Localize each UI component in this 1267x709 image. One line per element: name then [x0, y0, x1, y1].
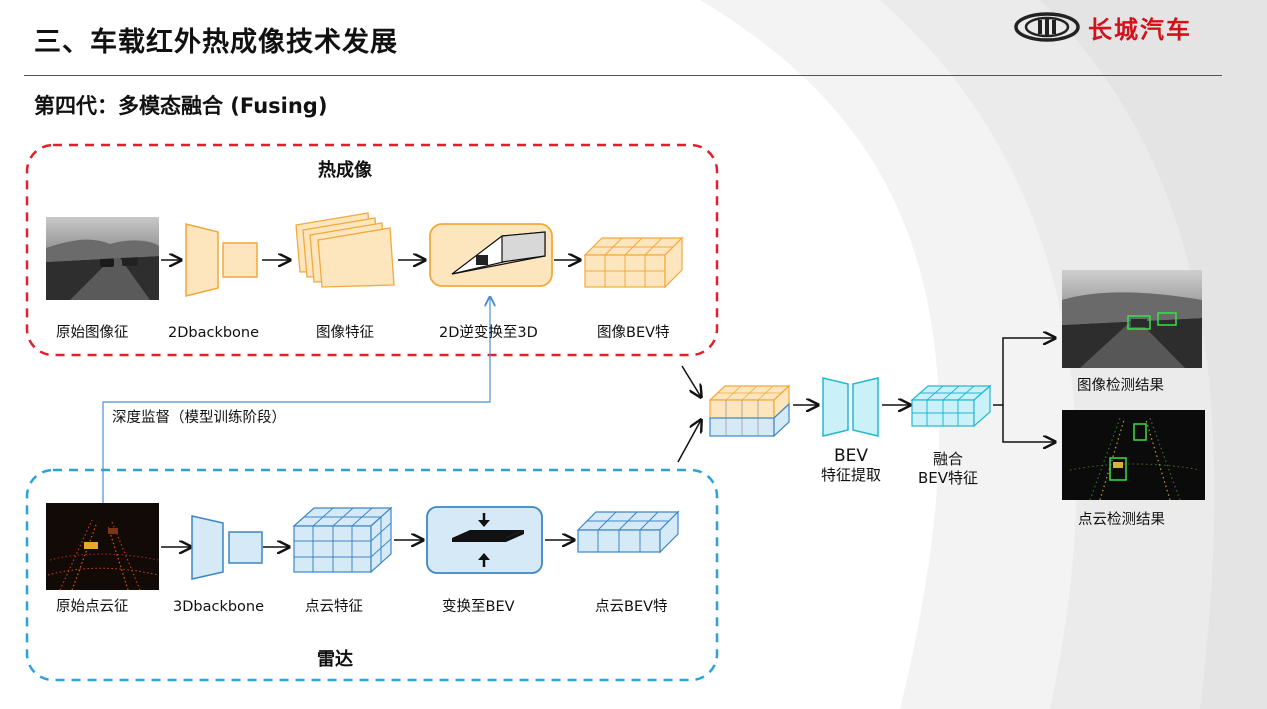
image-detection-label: 图像检测结果 — [1077, 378, 1164, 394]
stage-label-pointcloud-features: 点云特征 — [305, 599, 363, 615]
bev-extract-label: BEV 特征提取 — [806, 447, 896, 485]
brand-logo: 长城汽车 — [1014, 10, 1240, 44]
flatten-to-bev-icon — [426, 506, 543, 574]
concatenated-bev-icon — [708, 384, 791, 438]
3d-backbone-icon — [191, 515, 263, 580]
slide-subtitle: 第四代：多模态融合 (Fusing) — [34, 94, 328, 118]
bev-extract-label-line2: 特征提取 — [820, 466, 881, 484]
frustum-lift-icon — [429, 223, 553, 287]
lidar-branch-region — [25, 468, 719, 682]
thermal-bev-grid-icon — [583, 236, 684, 289]
pointcloud-detection-label: 点云检测结果 — [1078, 512, 1165, 528]
point-cloud-thumbnail — [46, 503, 159, 591]
fused-bev-label-line1: 融合 — [932, 450, 963, 468]
thermal-branch-title: 热成像 — [318, 160, 372, 181]
fused-bev-grid-icon — [910, 384, 992, 428]
brand-name: 长城汽车 — [1088, 15, 1192, 44]
stage-label-image-features: 图像特征 — [316, 325, 374, 341]
lidar-bev-grid-icon — [576, 510, 680, 554]
stage-label-image-bev: 图像BEV特 — [597, 325, 670, 341]
header-divider — [24, 75, 1222, 76]
voxel-grid-icon — [292, 506, 393, 574]
thermal-branch-region — [25, 143, 719, 357]
stage-label-raw-pointcloud: 原始点云征 — [56, 599, 129, 615]
image-detection-thumbnail — [1062, 270, 1202, 368]
bev-feature-extractor-icon — [822, 377, 879, 437]
2d-backbone-icon — [185, 223, 258, 297]
stage-label-2d-to-3d: 2D逆变换至3D — [439, 325, 538, 341]
feature-maps-icon — [295, 212, 395, 288]
stage-label-to-bev: 变换至BEV — [442, 599, 515, 615]
fused-bev-label: 融合 BEV特征 — [903, 450, 993, 488]
pointcloud-detection-thumbnail — [1062, 410, 1205, 501]
stage-label-raw-image: 原始图像征 — [56, 325, 129, 341]
stage-label-pointcloud-bev: 点云BEV特 — [595, 599, 668, 615]
slide-title: 三、车载红外热成像技术发展 — [34, 27, 398, 58]
bev-extract-label-line1: BEV — [833, 446, 869, 466]
depth-supervision-label: 深度监督（模型训练阶段） — [112, 410, 286, 426]
thermal-image-thumbnail — [46, 217, 159, 300]
fused-bev-label-line2: BEV特征 — [917, 469, 979, 487]
stage-label-3d-backbone: 3Dbackbone — [173, 599, 265, 615]
great-wall-logo-icon — [1014, 12, 1080, 42]
stage-label-2d-backbone: 2Dbackbone — [168, 325, 260, 341]
lidar-branch-title: 雷达 — [317, 649, 353, 670]
